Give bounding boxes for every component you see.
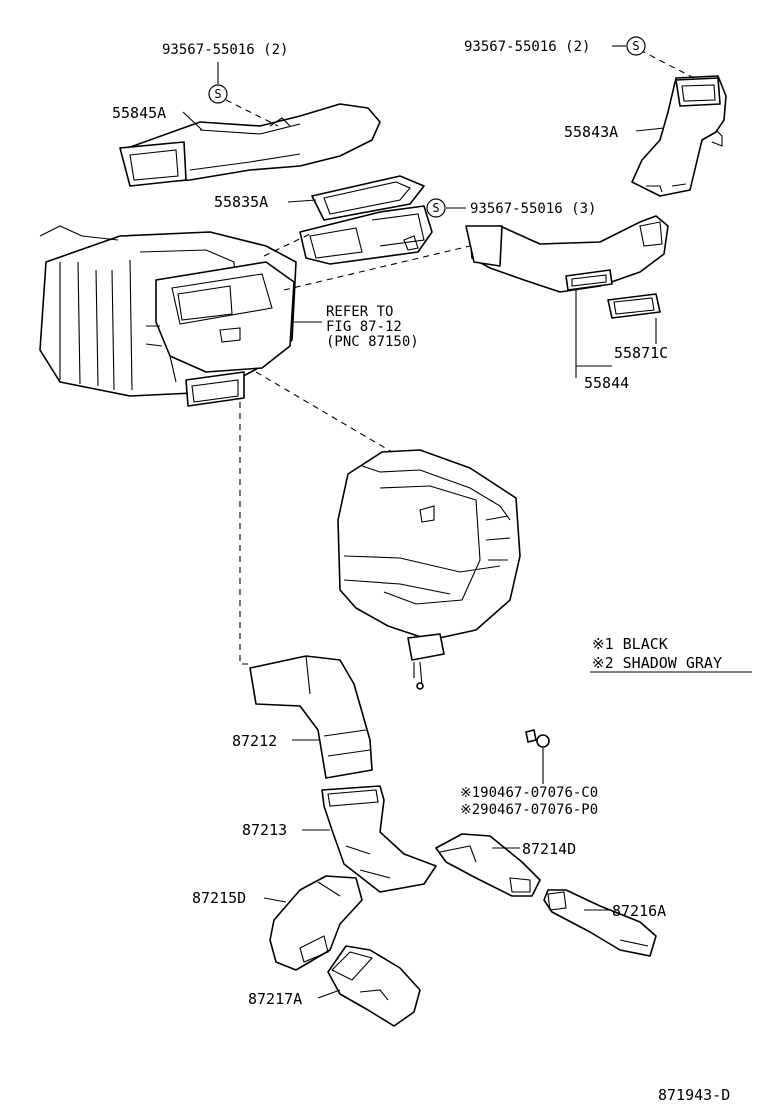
label-55843a: 55843A <box>564 123 618 141</box>
gasket-55871c <box>607 293 661 319</box>
screw-symbol-top-left: S <box>208 84 228 104</box>
screw-symbol-top-right: S <box>626 36 646 56</box>
svg-text:S: S <box>214 87 221 101</box>
label-87215d: 87215D <box>192 889 246 907</box>
duct-87217a <box>327 945 421 1027</box>
label-55845a: 55845A <box>112 104 166 122</box>
label-55844: 55844 <box>584 374 629 392</box>
duct-87215d <box>269 875 363 971</box>
air-conditioning-unit <box>337 449 521 690</box>
label-screw-top-right: 93567-55016 (2) <box>464 39 590 55</box>
legend-item-2: ※2 SHADOW GRAY <box>592 654 722 672</box>
diagram-id: 871943-D <box>658 1086 730 1104</box>
label-87216a: 87216A <box>612 902 666 920</box>
duct-87212 <box>249 655 373 779</box>
duct-55835a <box>299 175 433 265</box>
clip-fastener <box>525 729 550 748</box>
duct-87216a <box>543 889 657 957</box>
assembly-lines <box>225 49 695 665</box>
label-screw-mid: 93567-55016 (3) <box>470 201 596 217</box>
duct-87213 <box>321 785 437 893</box>
duct-55844 <box>465 215 669 293</box>
screw-symbol-mid: S <box>426 198 446 218</box>
heater-unit <box>39 225 297 407</box>
label-87214d: 87214D <box>522 840 576 858</box>
label-clip-2: ※290467-07076-P0 <box>460 802 598 818</box>
duct-87214d <box>435 833 541 897</box>
duct-55843a <box>631 75 727 197</box>
label-87217a: 87217A <box>248 990 302 1008</box>
label-clip-1: ※190467-07076-C0 <box>460 785 598 801</box>
label-55871c: 55871C <box>614 344 668 362</box>
label-screw-top-left: 93567-55016 (2) <box>162 42 288 58</box>
label-refer-line1: REFER TO <box>326 304 393 320</box>
label-refer-line3: (PNC 87150) <box>326 334 419 350</box>
label-refer-line2: FIG 87-12 <box>326 319 402 335</box>
legend-item-1: ※1 BLACK <box>592 635 668 653</box>
duct-55845a <box>119 103 381 187</box>
label-87213: 87213 <box>242 821 287 839</box>
label-87212: 87212 <box>232 732 277 750</box>
label-55835a: 55835A <box>214 193 268 211</box>
svg-text:S: S <box>432 201 439 215</box>
svg-text:S: S <box>632 39 639 53</box>
leader-lines <box>182 45 752 999</box>
